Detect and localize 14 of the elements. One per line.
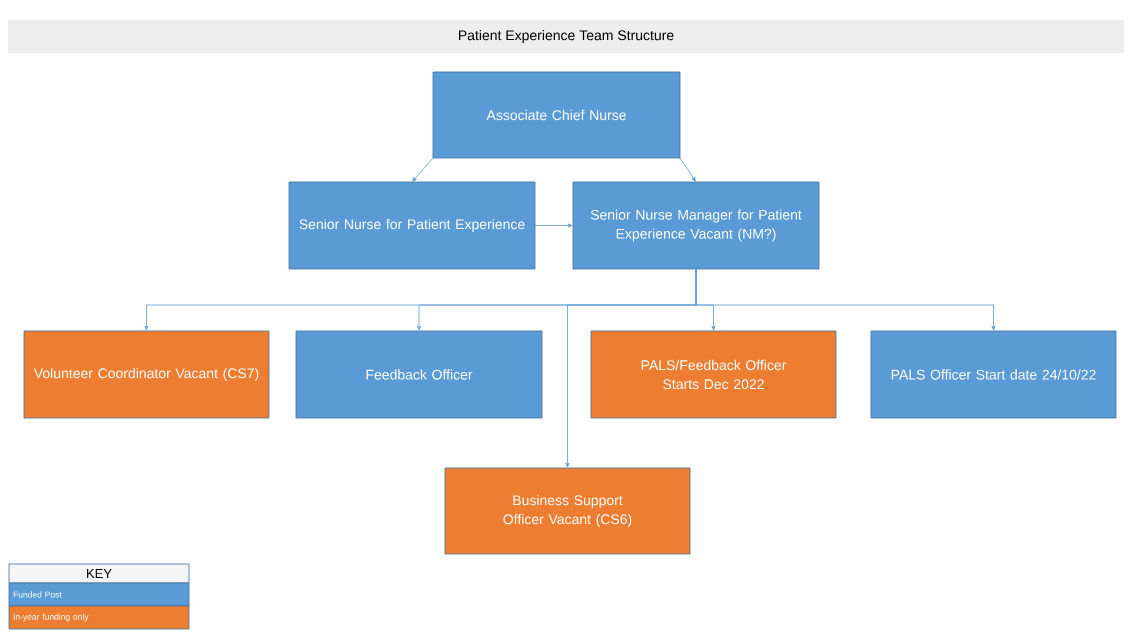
connector-arrow — [679, 157, 696, 182]
position-box: Business Support Officer Vacant (CS6) — [444, 467, 691, 555]
connector-arrow — [534, 223, 573, 228]
title-band: Patient Experience Team Structure — [8, 20, 1124, 53]
position-box: Senior Nurse Manager for Patient Experience Vacant (NM?) — [572, 181, 820, 270]
position-box: PALS Officer Start date 24/10/22 — [870, 330, 1117, 419]
position-box: Associate Chief Nurse — [432, 71, 681, 159]
position-box: PALS/Feedback Officer Starts Dec 2022 — [590, 330, 837, 419]
position-box: Volunteer Coordinator Vacant (CS7) — [23, 330, 270, 419]
key-heading: KEY — [8, 563, 190, 584]
connector-arrow — [565, 268, 697, 468]
position-box: Senior Nurse for Patient Experience — [288, 181, 536, 270]
connector-arrow — [412, 157, 434, 182]
position-box: Feedback Officer — [295, 330, 543, 419]
